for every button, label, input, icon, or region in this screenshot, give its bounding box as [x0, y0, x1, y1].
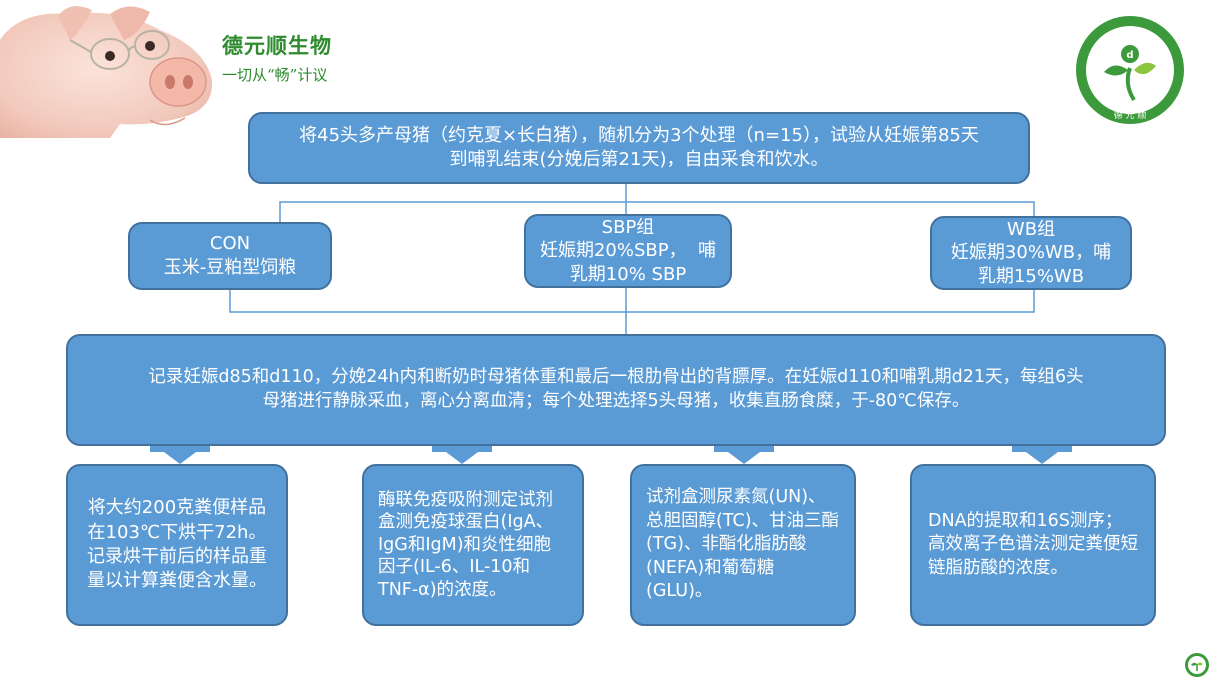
- footer-logo-icon: [1185, 653, 1209, 677]
- analysis-serum-biochem-text: 试剂盒测尿素氮(UN)、总胆固醇(TC)、甘油三酯(TG)、非酯化脂肪酸(NEF…: [646, 486, 840, 602]
- company-logo: Bio-Technology d 德 元 顺: [1076, 16, 1184, 124]
- sampling-line-1: 记录妊娠d85和d110，分娩24h内和断奶时母猪体重和最后一根肋骨出的背膘厚。…: [148, 367, 1084, 388]
- group-wb-desc-1: 妊娠期30%WB，哺: [950, 242, 1112, 264]
- brand-block: 德元顺生物 一切从“畅”计议: [222, 30, 332, 85]
- group-con-name: CON: [209, 232, 251, 254]
- group-wb-name: WB组: [1006, 218, 1056, 240]
- brand-slogan: 一切从“畅”计议: [222, 66, 328, 84]
- down-arrow: [150, 446, 210, 464]
- group-wb-desc-2: 乳期15%WB: [977, 265, 1085, 287]
- sampling-line-2: 母猪进行静脉采血，离心分离血清；每个处理选择5头母猪，收集直肠食糜，于-80℃保…: [262, 391, 970, 411]
- analysis-box-serum-biochem: 试剂盒测尿素氮(UN)、总胆固醇(TC)、甘油三酯(TG)、非酯化脂肪酸(NEF…: [630, 464, 856, 626]
- analysis-box-fecal-moisture: 将大约200克粪便样品在103℃下烘干72h。记录烘干前后的样品重量以计算粪便含…: [66, 464, 288, 626]
- analysis-box-microbiota-scfa: DNA的提取和16S测序；高效离子色谱法测定粪便短链脂肪酸的浓度。: [910, 464, 1156, 626]
- svg-text:d: d: [1126, 50, 1133, 61]
- sampling-box: 记录妊娠d85和d110，分娩24h内和断奶时母猪体重和最后一根肋骨出的背膘厚。…: [66, 334, 1166, 446]
- group-box-con: CON 玉米-豆粕型饲粮: [128, 222, 332, 290]
- logo-bottom-text: 德 元 顺: [1114, 109, 1147, 121]
- down-arrow: [1012, 446, 1072, 464]
- group-box-wb: WB组 妊娠期30%WB，哺 乳期15%WB: [930, 216, 1132, 290]
- analysis-microbiota-scfa-text: DNA的提取和16S测序；高效离子色谱法测定粪便短链脂肪酸的浓度。: [928, 510, 1138, 578]
- analysis-fecal-moisture-text: 将大约200克粪便样品在103℃下烘干72h。记录烘干前后的样品重量以计算粪便含…: [87, 497, 267, 592]
- group-sbp-desc-1: 妊娠期20%SBP， 哺: [539, 240, 717, 262]
- intro-box: 将45头多产母猪（约克夏×长白猪），随机分为3个处理（n=15），试验从妊娠第8…: [248, 112, 1030, 184]
- group-sbp-desc-2: 乳期10% SBP: [569, 263, 687, 285]
- intro-line-2: 到哺乳结束(分娩后第21天)，自由采食和饮水。: [449, 149, 829, 170]
- analysis-elisa-text: 酶联免疫吸附测定试剂盒测免疫球蛋白(IgA、IgG和IgM)和炎性细胞因子(IL…: [378, 490, 554, 600]
- group-con-desc: 玉米-豆粕型饲粮: [163, 257, 297, 278]
- group-sbp-name: SBP组: [601, 216, 655, 238]
- down-arrow: [432, 446, 492, 464]
- intro-line-1: 将45头多产母猪（约克夏×长白猪），随机分为3个处理（n=15），试验从妊娠第8…: [299, 124, 979, 146]
- brand-name: 德元顺生物: [222, 33, 332, 58]
- group-box-sbp: SBP组 妊娠期20%SBP， 哺 乳期10% SBP: [524, 214, 732, 288]
- analysis-box-elisa: 酶联免疫吸附测定试剂盒测免疫球蛋白(IgA、IgG和IgM)和炎性细胞因子(IL…: [362, 464, 584, 626]
- pig-with-glasses-image: [0, 6, 213, 138]
- down-arrow: [714, 446, 774, 464]
